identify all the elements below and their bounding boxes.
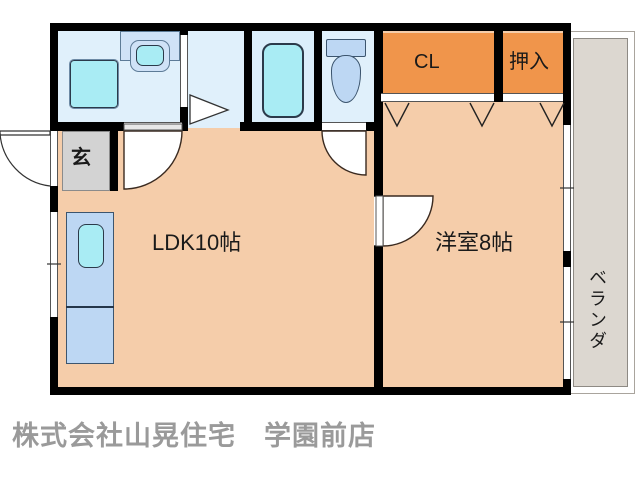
- wall-genkan-step: [110, 131, 118, 191]
- wall-exterior-left-upper: [50, 23, 58, 131]
- agency-caption: 株式会社山晃住宅 学園前店: [12, 421, 376, 451]
- bedroom-door-opening: [374, 196, 383, 246]
- wall-closet-divider: [494, 31, 503, 99]
- wall-exterior-top: [50, 23, 571, 31]
- closet-oshiire-door-opening: [503, 93, 563, 102]
- wall-closet-bottom-right: [494, 93, 503, 102]
- toilet-bowl-icon: [331, 55, 361, 103]
- wall-exterior-right-lower: [563, 379, 571, 395]
- wall-closet-bottom-left: [374, 93, 383, 102]
- wall-bathroom-partition: [244, 23, 252, 131]
- closet-label-oshiire: 押入: [509, 51, 549, 73]
- toilet-door-opening: [322, 122, 366, 131]
- balcony-label: ベランダ: [587, 268, 607, 352]
- balcony-fill: [573, 38, 628, 387]
- kitchen-counter-divider: [66, 306, 114, 308]
- wall-exterior-left-lower: [50, 317, 58, 395]
- room-label-bedroom: 洋室8帖: [435, 230, 514, 255]
- genkan-door-symbol: [0, 130, 51, 187]
- wall-exterior-bottom: [50, 387, 571, 395]
- wall-exterior-right-pier: [563, 251, 571, 267]
- room-label-ldk: LDK10帖: [152, 230, 242, 255]
- veranda-slider-lower: [563, 267, 571, 379]
- genkan-door-opening: [50, 131, 58, 186]
- closet-label-cl: CL: [414, 51, 440, 73]
- bath-door-opening: [180, 35, 188, 107]
- bath-lobby-fill: [188, 30, 248, 128]
- closet-cl-fill: [381, 33, 494, 93]
- washing-machine-pan-icon: [69, 59, 119, 109]
- wall-exterior-left-mid: [50, 186, 58, 212]
- kitchen-window-opening: [50, 212, 58, 317]
- closet-oshiire-fill: [503, 33, 563, 93]
- wall-wetarea-bottom: [50, 122, 182, 131]
- wall-exterior-right-upper: [563, 23, 571, 125]
- bathtub-icon: [262, 43, 304, 118]
- genkan-fill: [62, 131, 110, 191]
- kitchen-sink-icon: [78, 224, 104, 268]
- closet-cl-door-opening: [381, 93, 494, 102]
- room-label-genkan: 玄: [71, 147, 91, 169]
- wall-wetarea-bottom-right: [240, 122, 374, 131]
- wall-toilet-partition: [314, 23, 322, 131]
- hall-ldk-door-opening: [124, 122, 182, 131]
- vanity-basin-inner-icon: [136, 45, 164, 66]
- veranda-slider-upper: [563, 125, 571, 251]
